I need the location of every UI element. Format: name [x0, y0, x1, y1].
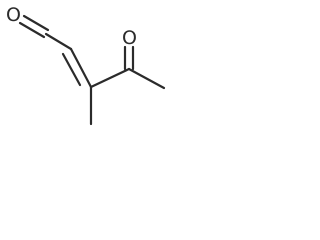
structural-formula: O O: [6, 4, 166, 126]
atom-label-o2: O: [122, 27, 137, 49]
bond-c1-c2: [44, 32, 73, 51]
bond-c2-c3-second: [61, 52, 82, 87]
bond-o1-c1-second: [22, 14, 50, 32]
bond-c4-c5: [127, 67, 166, 90]
atom-label-o1: O: [6, 4, 21, 26]
bond-c3-c4: [89, 67, 131, 89]
bond-o1-c1: [18, 21, 46, 39]
bond-c2-c3: [69, 47, 93, 89]
